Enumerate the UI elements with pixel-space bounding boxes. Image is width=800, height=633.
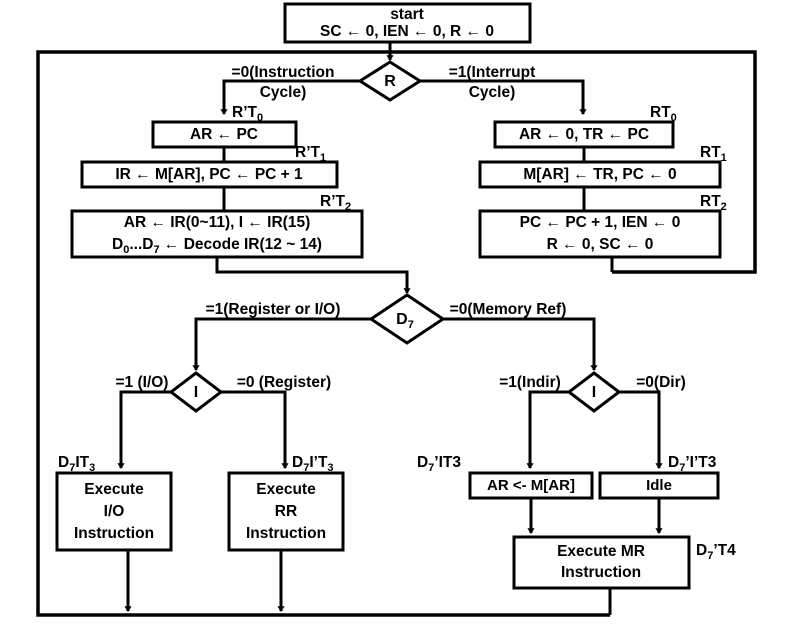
box-mar-tr-text: M[AR] ← TR, PC ← 0 [523,166,676,183]
box-ir-fetch: IR ← M[AR], PC ← PC + 1 [80,160,339,189]
box-ar-pc: AR ← PC [151,120,298,149]
edge-d7-true [192,317,371,372]
start-label-line1: start [390,6,424,23]
start-label-line2: SC ← 0, IEN ← 0, R ← 0 [320,23,494,40]
timing-rt1-left: R’T1 [295,144,326,164]
r-true-label-line2: Cycle) [469,84,516,101]
r-false-label-line1: =0(Instruction [232,64,335,81]
timing-rt2-left: R’T2 [320,193,351,213]
box-execute-rr-line2: RR [275,503,297,520]
timing-d7ipt3: D7I’T3 [292,454,334,474]
d7-true-label: =1(Register or I/O) [206,301,341,318]
box-execute-mr: Execute MR Instruction [512,535,691,590]
timing-d7pt4: D7’T4 [696,542,736,562]
box-indirect-ar: AR <- M[AR] [468,471,594,500]
decision-r-label: R [384,73,396,90]
r-false-label-line2: Cycle) [260,84,307,101]
box-pc-ien-line2: R ← 0, SC ← 0 [547,236,654,253]
r-true-label-line1: =1(Interrupt [449,64,536,81]
timing-d7it3: D7IT3 [58,454,95,474]
timing-d7pipt3: D7’I’T3 [668,454,717,474]
decision-d7-label: D7 [396,311,414,331]
box-decode: AR ← IR(0~11), I ← IR(15) D0...D7 ← Deco… [70,209,364,259]
timing-d7pit3: D7’IT3 [417,454,461,474]
box-execute-mr-line2: Instruction [561,564,641,581]
box-ar0-trpc-text: AR ← 0, TR ← PC [519,126,649,143]
start-box: start SC ← 0, IEN ← 0, R ← 0 [283,2,532,44]
box-pc-ien-line1: PC ← PC + 1, IEN ← 0 [520,214,681,231]
box-idle-text: Idle [646,477,672,494]
box-execute-io-line3: Instruction [74,525,154,542]
box-idle: Idle [598,471,720,500]
box-execute-rr: Execute RR Instruction [227,471,345,552]
decision-i-left-label: I [194,384,198,401]
timing-rt1-right: RT1 [700,144,727,164]
i-right-true-label: =1(Indir) [499,374,561,391]
timing-rt0-right: RT0 [650,104,677,124]
d7-false-label: =0(Memory Ref) [450,301,567,318]
box-decode-line1: AR ← IR(0~11), I ← IR(15) [124,214,310,231]
box-execute-io-line1: Execute [84,481,144,498]
box-execute-rr-line1: Execute [256,481,316,498]
i-right-false-label: =0(Dir) [636,374,686,391]
edge-r-true [420,79,587,116]
box-indirect-ar-text: AR <- M[AR] [487,477,575,494]
decision-i-right-label: I [592,384,596,401]
timing-rt2-right: RT2 [700,193,727,213]
edge-i-right-false [619,390,663,470]
decision-i-right: I [566,371,622,413]
decision-r: R [357,60,423,102]
edge-r-false [220,79,360,116]
edge-i-left-false [221,390,289,470]
box-execute-mr-line1: Execute MR [557,543,645,560]
box-execute-rr-line3: Instruction [246,525,326,542]
decision-i-left: I [168,371,224,413]
edge-decode-to-d7 [215,257,411,295]
outer-loop-frame-right [390,50,757,274]
decision-d7: D7 [368,293,446,345]
edge-i-right-true [526,390,569,470]
box-pc-ien-reset: PC ← PC + 1, IEN ← 0 R ← 0, SC ← 0 [478,209,722,259]
box-execute-io: Execute I/O Instruction [55,471,173,552]
i-left-true-label: =1 (I/O) [116,374,169,391]
box-ir-fetch-text: IR ← M[AR], PC ← PC + 1 [115,166,303,183]
box-execute-io-line2: I/O [104,503,125,520]
edge-d7-false [443,317,598,372]
box-decode-line2: D0...D7 ← Decode IR(12 ~ 14) [112,236,322,256]
outer-loop-frame [36,50,610,617]
timing-rt0-left: R’T0 [232,104,263,124]
box-mar-tr: M[AR] ← TR, PC ← 0 [478,160,722,189]
box-ar0-trpc: AR ← 0, TR ← PC [493,120,675,149]
i-left-false-label: =0 (Register) [237,374,331,391]
edge-i-left-true [117,390,171,470]
box-ar-pc-text: AR ← PC [190,126,258,143]
